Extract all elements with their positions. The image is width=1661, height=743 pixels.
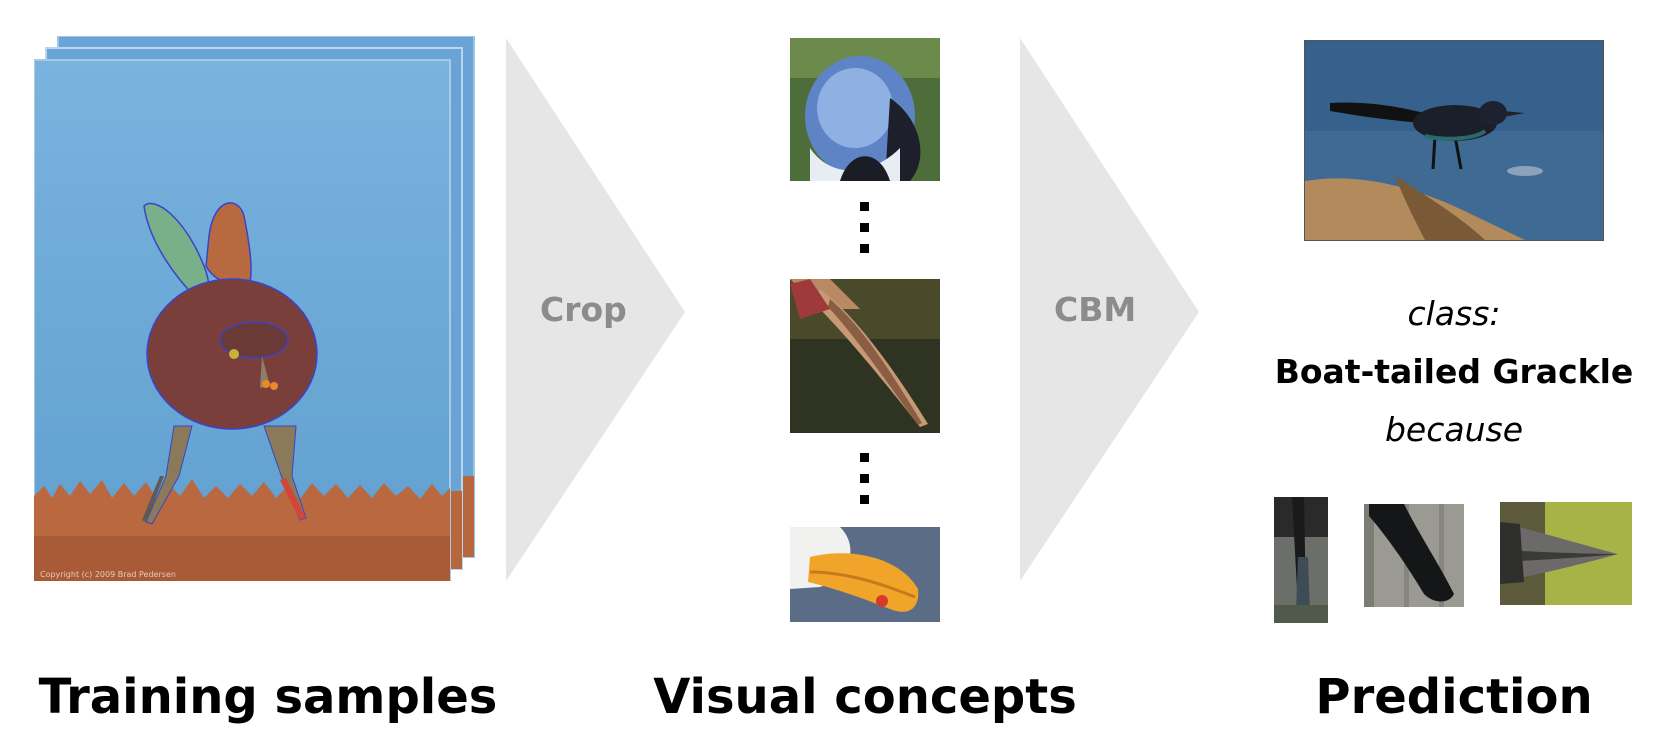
training-sample-image-stack (34, 36, 475, 581)
image-credit: Copyright (c) 2009 Brad Pedersen (40, 570, 176, 579)
concept-crop-beak (790, 279, 940, 433)
crop-arrow (506, 38, 685, 581)
segment-leg-left (145, 425, 193, 525)
prediction-input-image (1304, 40, 1604, 241)
cbm-arrow (1020, 38, 1199, 581)
ellipsis-dots-1 (860, 202, 870, 265)
visual-concepts-title: Visual concepts (653, 669, 1077, 725)
predicted-class-name: Boat-tailed Grackle (1274, 352, 1634, 391)
concept-crop-yellow-beak (790, 527, 940, 622)
ellipsis-dots-2 (860, 453, 870, 516)
class-label: class: (1407, 294, 1501, 333)
because-label: because (1384, 410, 1524, 449)
concept-crop-head (790, 38, 940, 181)
segment-head (219, 321, 289, 359)
cbm-arrow-shape (1020, 38, 1199, 581)
training-samples-title: Training samples (38, 669, 498, 725)
prediction-title: Prediction (1315, 669, 1593, 725)
crop-arrow-shape (506, 38, 685, 581)
explanation-concept-tail (1364, 504, 1464, 607)
training-samples-stack: Copyright (c) 2009 Brad Pedersen (34, 36, 476, 581)
explanation-concept-leg (1274, 497, 1328, 623)
explanation-concept-bill (1500, 502, 1632, 605)
cbm-label: CBM (1054, 290, 1137, 329)
crop-label: Crop (540, 290, 627, 329)
